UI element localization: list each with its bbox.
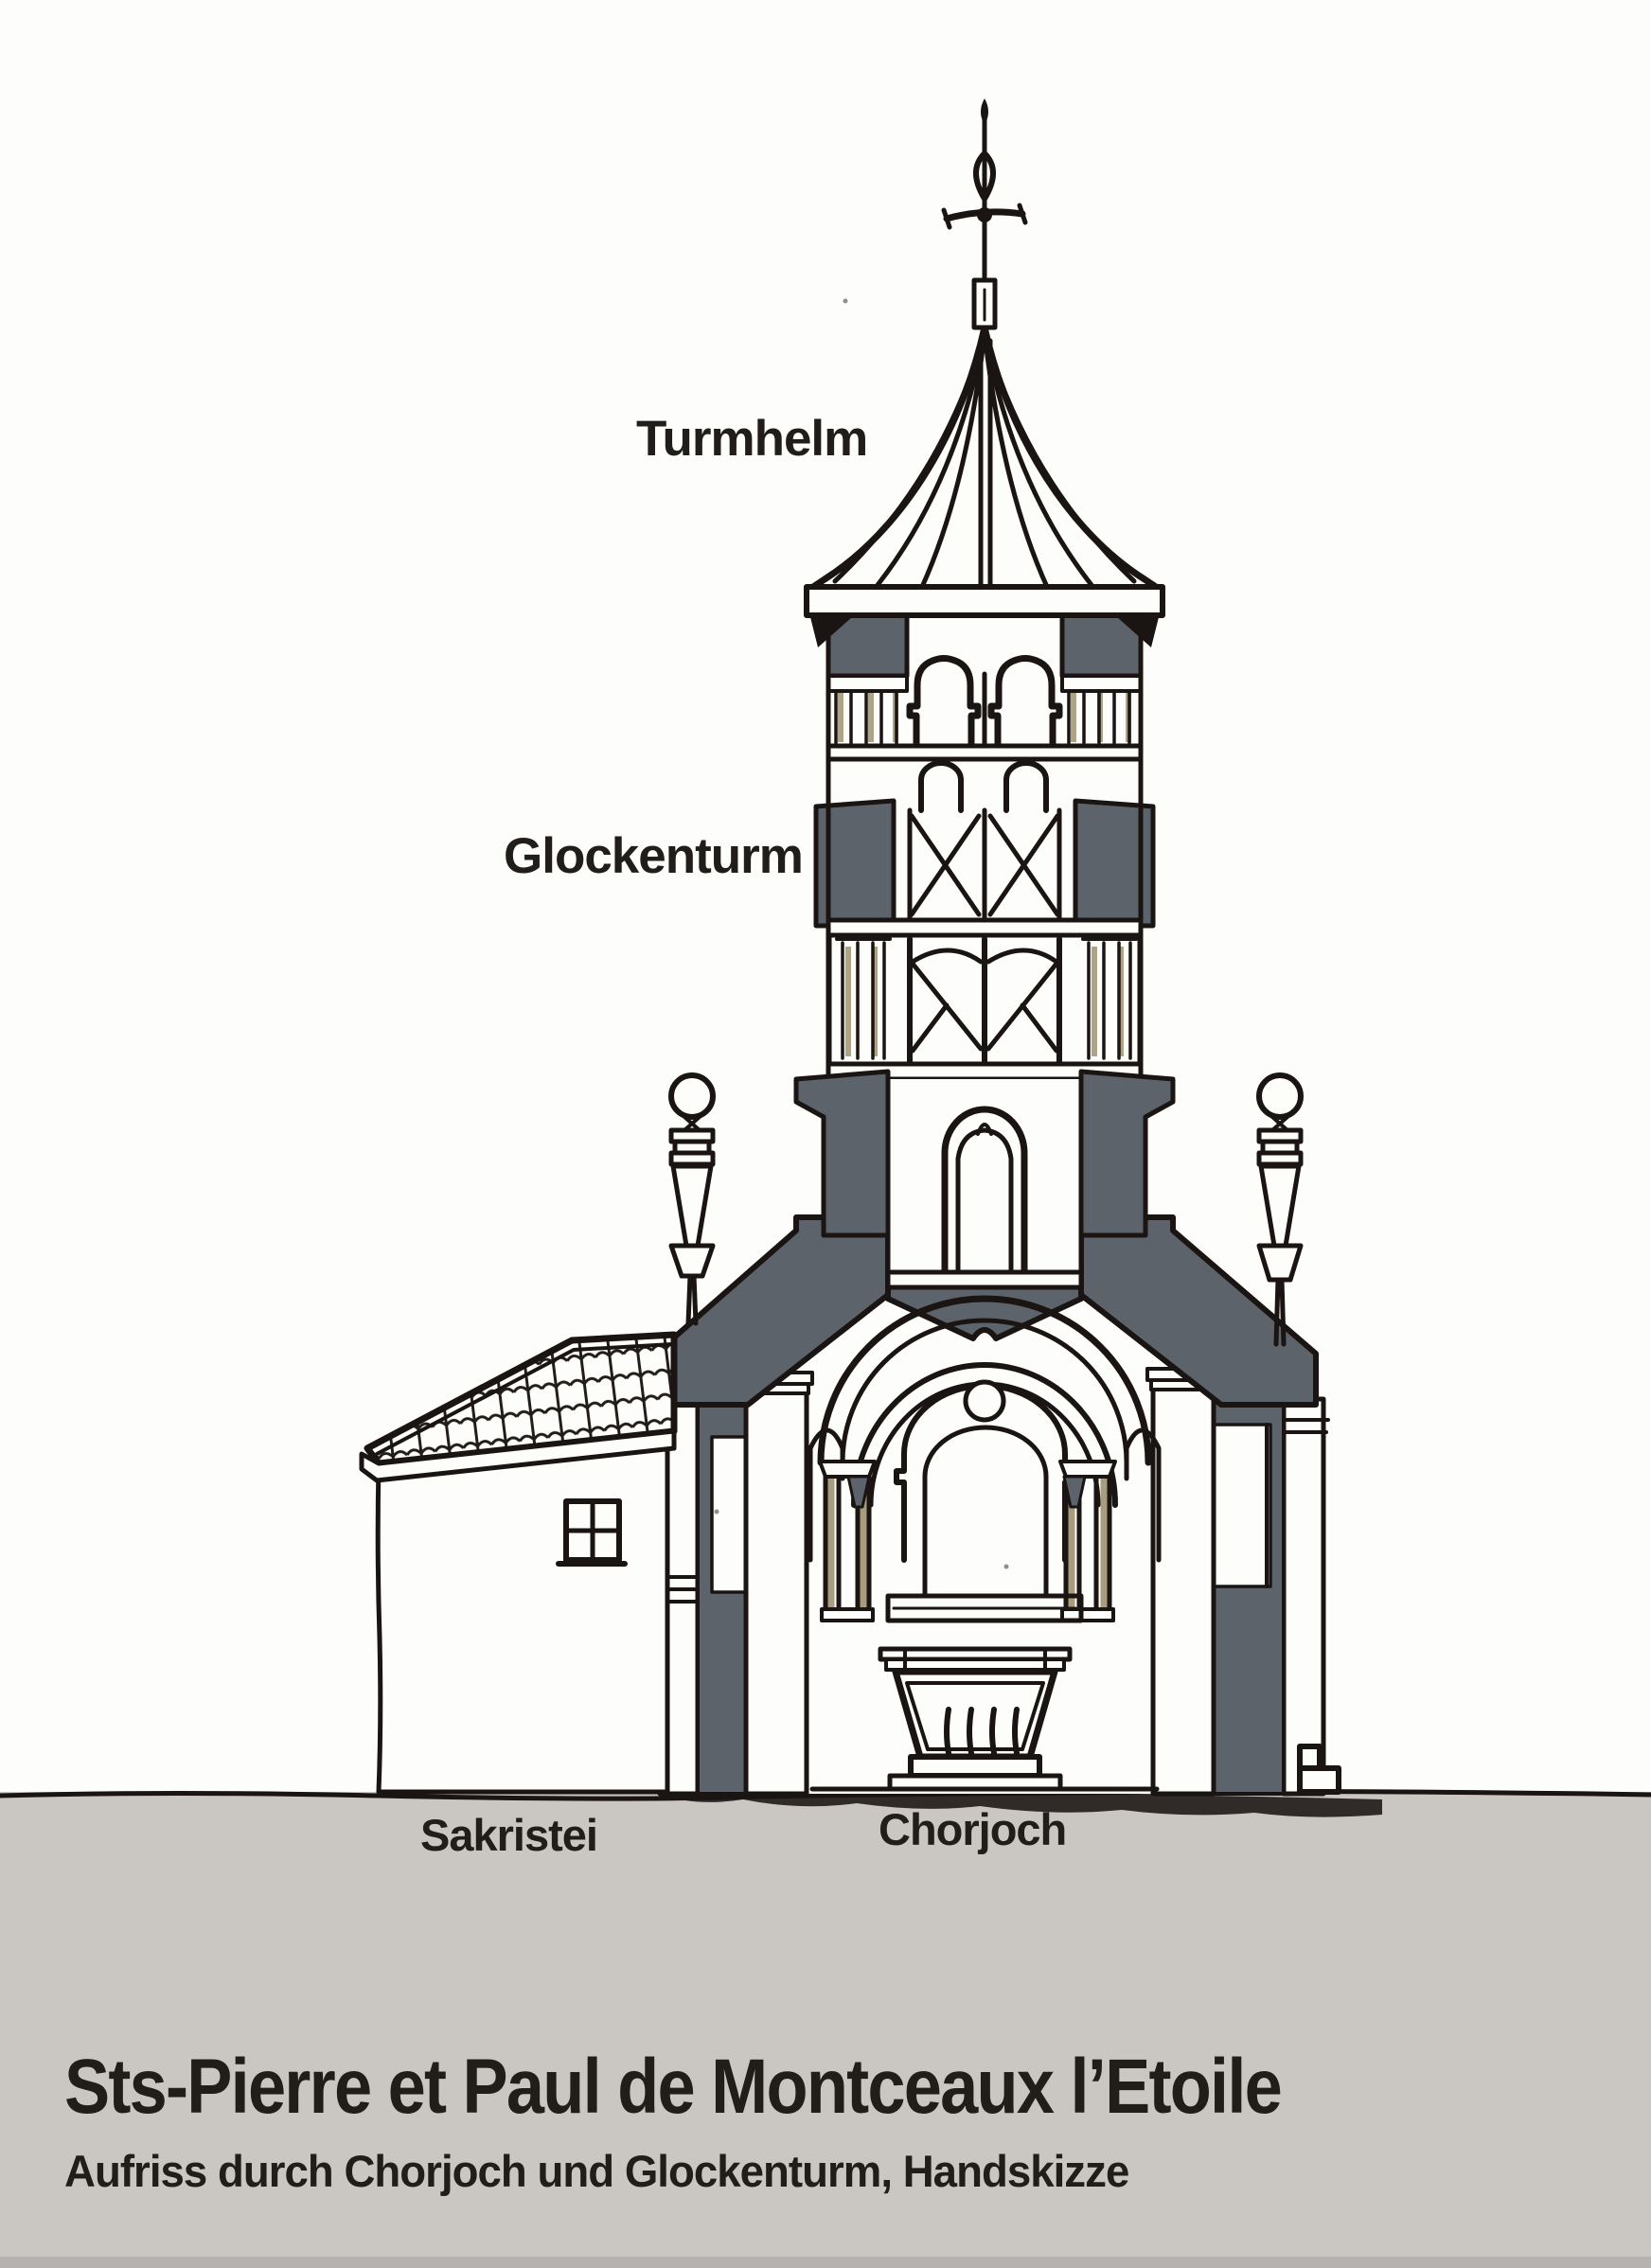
finial-eye — [973, 151, 996, 202]
cut-wall-right — [1202, 1373, 1286, 1796]
barrel-vault-arch-outer — [817, 1295, 1152, 1466]
bell-openings-upper — [906, 655, 1063, 750]
sacristy-wall — [375, 1444, 670, 1795]
sacristy-roof-tiles — [367, 1335, 674, 1463]
bell-tower — [793, 612, 1176, 1290]
spire — [804, 324, 1165, 647]
sacristy-eaves-fascia — [359, 1428, 677, 1483]
altar — [878, 1646, 1073, 1792]
gable-center-band — [885, 1283, 1084, 1341]
eave-return-left — [810, 617, 852, 647]
plinth-step-lower — [1297, 1765, 1341, 1795]
pinnacle-right — [1256, 1072, 1304, 1347]
side-arch-left — [808, 1427, 845, 1563]
window-sill-beam — [885, 1593, 1084, 1623]
chorjoch-interior — [808, 1295, 1162, 1792]
caption-subtitle: Aufriss durch Chorjoch und Glockenturm, … — [64, 2146, 1129, 2196]
finial-cross — [941, 98, 1028, 330]
eave-return-right — [1117, 617, 1159, 647]
right-pilaster — [1277, 1396, 1341, 1797]
side-arch-right — [1124, 1427, 1162, 1563]
caption-title: Sts-Pierre et Paul de Montceaux l’Etoile — [64, 2044, 1283, 2130]
tower-base — [885, 1076, 1084, 1290]
paper-specks — [714, 298, 1009, 1569]
label-glockenturm: Glockenturm — [504, 828, 804, 884]
pinnacle-left — [668, 1072, 716, 1326]
timber-x-brace-upper — [907, 807, 1062, 923]
corbel-right-2 — [1078, 1069, 1176, 1238]
sacristy-window — [556, 1498, 628, 1567]
timber-frame-lower — [907, 936, 1062, 1067]
finial-tip — [981, 98, 988, 125]
eaves-band — [804, 584, 1165, 618]
spire-ribs — [832, 330, 1137, 590]
label-sakristei: Sakristei — [420, 1810, 598, 1860]
corbel-left-2 — [793, 1069, 891, 1238]
sacristy — [359, 1331, 678, 1795]
apse-window — [922, 1425, 1049, 1599]
bell-openings-middle — [918, 760, 1049, 813]
foundation-rubble — [658, 1792, 1382, 1817]
interior-pier-right — [1145, 1367, 1221, 1797]
goblet-capital-left — [846, 1475, 871, 1509]
label-chorjoch: Chorjoch — [879, 1804, 1067, 1854]
ground — [0, 1789, 1651, 2268]
colonnettes-left — [818, 1460, 877, 1622]
label-turmhelm: Turmhelm — [636, 411, 868, 467]
tower-base-window — [941, 1106, 1028, 1276]
choir-arch-outer — [851, 1362, 1118, 1508]
gable-roof — [655, 1214, 1319, 1408]
cut-wall-left — [696, 1375, 752, 1796]
colonnettes-right — [1058, 1460, 1117, 1622]
interior-pier-left — [738, 1371, 814, 1797]
belfry-colonnettes-upper — [834, 689, 1131, 746]
goblet-capital-right — [1062, 1475, 1087, 1509]
barrel-vault-arch-inner — [840, 1318, 1129, 1465]
keystone-medallion — [963, 1379, 1006, 1423]
